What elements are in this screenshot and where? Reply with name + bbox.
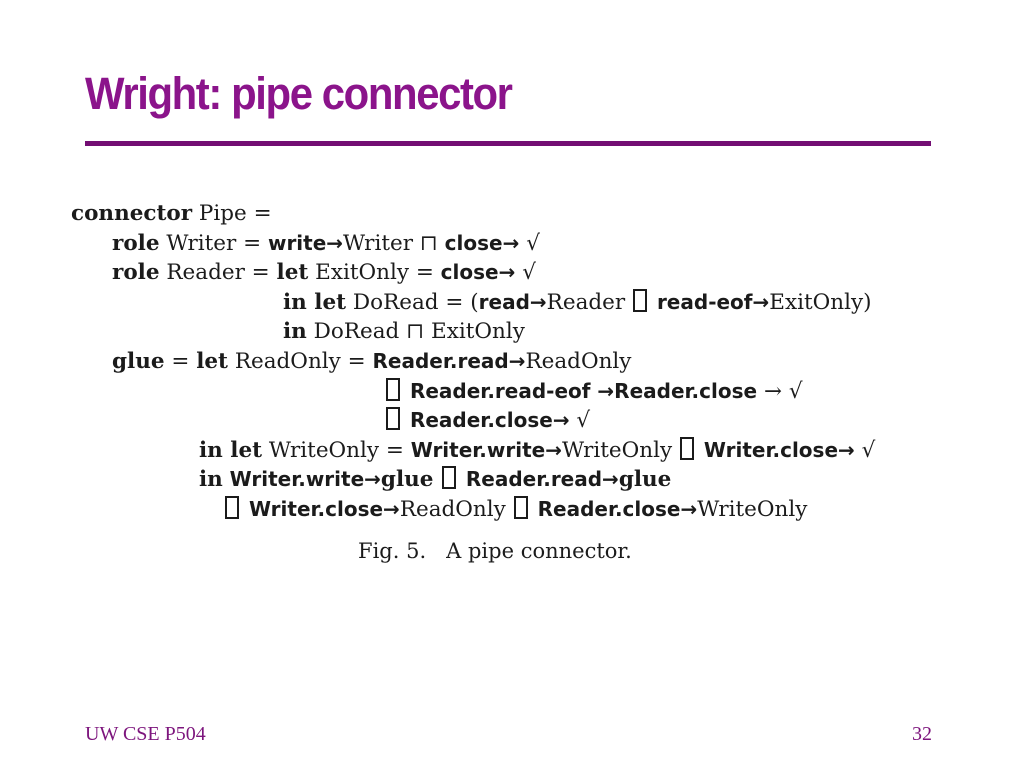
figure-text-segment: role xyxy=(112,230,160,256)
figure-text-segment: WriteOnly xyxy=(561,437,679,463)
figure-text-segment: read→ xyxy=(478,289,547,314)
figure-text-segment xyxy=(223,467,230,492)
page-title: Wright: pipe connector xyxy=(85,68,513,119)
figure-text-segment: close→ xyxy=(444,230,520,255)
title-underline-rule xyxy=(85,141,931,146)
figure-text-segment: WriteOnly = xyxy=(262,437,411,463)
figure-line: role Writer = write→Writer ⊓ close→ √ xyxy=(0,229,1024,259)
figure-text-segment: ReadOnly = xyxy=(227,348,373,374)
figure-text-segment: ExitOnly = xyxy=(308,260,441,286)
figure-line: ▯ Writer.close→ReadOnly ▯ Reader.close→W… xyxy=(0,495,1024,525)
footer-course-label: UW CSE P504 xyxy=(85,723,206,745)
figure-text-segment: √ xyxy=(519,230,540,256)
figure-text-segment: DoRead ⊓ ExitOnly xyxy=(306,319,525,345)
figure-text-segment: Writer.write→ xyxy=(410,437,562,462)
figure-line: in let DoRead = (read→Reader ▯ read-eof→… xyxy=(0,288,1024,318)
figure-text-segment: √ xyxy=(854,437,876,463)
figure-text-segment: glue xyxy=(380,467,441,493)
figure-text-segment: Pipe = xyxy=(192,201,272,226)
pipe-connector-figure: connector Pipe =role Writer = write→Writ… xyxy=(0,199,1024,563)
figure-text-segment: Writer ⊓ xyxy=(343,230,445,256)
figure-text-segment: glue xyxy=(112,348,165,374)
figure-text-segment: Reader.read→ xyxy=(458,467,619,492)
figure-text-segment: = xyxy=(164,348,197,374)
figure-line: connector Pipe = xyxy=(0,199,1024,229)
figure-line: ▯ Reader.read-eof →Reader.close → √ xyxy=(0,377,1024,407)
footer-page-number: 32 xyxy=(912,723,932,745)
figure-text-segment: in let xyxy=(199,437,263,463)
external-choice-box: ▯ xyxy=(679,436,694,460)
figure-text-segment: in xyxy=(199,467,223,493)
figure-text-segment: glue xyxy=(618,467,672,493)
figure-text-segment: in xyxy=(283,319,307,345)
figure-text-segment: Reader.close→ xyxy=(403,408,570,433)
figure-text-segment: Reader.close→ xyxy=(530,496,698,521)
figure-text-segment: connector xyxy=(71,201,193,226)
figure-text-segment: Reader = xyxy=(159,260,277,286)
figure-text-segment: Writer.write→ xyxy=(229,467,381,492)
figure-text-segment: ReadOnly xyxy=(525,348,632,374)
figure-text-segment: in let xyxy=(283,289,347,315)
figure-line: ▯ Reader.close→ √ xyxy=(0,406,1024,436)
external-choice-box: ▯ xyxy=(386,407,400,431)
external-choice-box: ▯ xyxy=(632,288,647,312)
figure-line: in Writer.write→glue ▯ Reader.read→glue xyxy=(0,465,1024,495)
figure-text-segment: ExitOnly) xyxy=(769,289,872,315)
figure-line: in let WriteOnly = Writer.write→WriteOnl… xyxy=(0,436,1024,466)
external-choice-box: ▯ xyxy=(513,495,528,519)
figure-text-segment: read-eof→ xyxy=(649,289,770,314)
figure-lines: connector Pipe =role Writer = write→Writ… xyxy=(0,199,1024,525)
figure-text-segment: → √ xyxy=(764,378,803,404)
figure-text-segment: Reader.read-eof →Reader.close xyxy=(403,378,765,403)
external-choice-box: ▯ xyxy=(441,466,456,490)
figure-line: glue = let ReadOnly = Reader.read→ReadOn… xyxy=(0,347,1024,377)
figure-line: in DoRead ⊓ ExitOnly xyxy=(0,317,1024,347)
figure-text-segment: role xyxy=(112,260,160,286)
figure-text-segment: Writer = xyxy=(159,230,268,256)
figure-line: role Reader = let ExitOnly = close→ √ xyxy=(0,258,1024,288)
figure-text-segment: let xyxy=(196,348,228,374)
figure-text-segment: WriteOnly xyxy=(697,496,808,522)
figure-text-segment: √ xyxy=(515,260,536,286)
figure-text-segment: write→ xyxy=(267,230,344,255)
external-choice-box: ▯ xyxy=(386,377,400,401)
figure-text-segment: close→ xyxy=(440,260,516,285)
figure-text-segment: √ xyxy=(569,408,591,434)
figure-text-segment: DoRead = ( xyxy=(346,289,479,315)
figure-text-segment: Reader xyxy=(546,289,632,315)
figure-text-segment: Reader.read→ xyxy=(372,348,526,373)
figure-text-segment: ReadOnly xyxy=(399,496,513,522)
figure-text-segment: Writer.close→ xyxy=(242,496,400,521)
figure-text-segment: let xyxy=(276,260,309,286)
external-choice-box: ▯ xyxy=(225,495,239,519)
figure-caption: Fig. 5. A pipe connector. xyxy=(358,538,632,563)
figure-text-segment: Writer.close→ xyxy=(696,437,855,462)
